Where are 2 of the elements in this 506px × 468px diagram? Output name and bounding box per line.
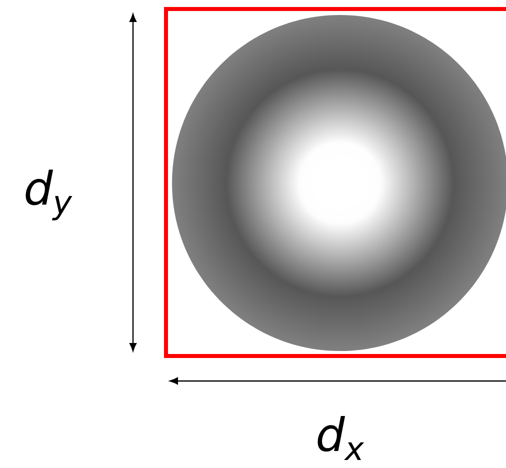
dimension-label: d$_{x}$ xyxy=(318,416,364,460)
dimension-label: d$_{y}$ xyxy=(26,170,72,220)
